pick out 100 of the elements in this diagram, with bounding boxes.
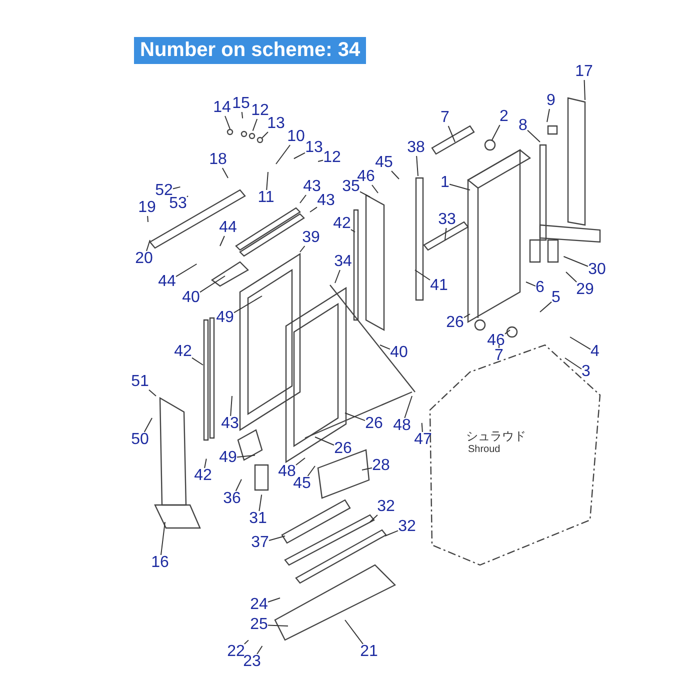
callout-number: 45: [375, 155, 393, 171]
title-banner: Number on scheme: 34: [134, 37, 366, 64]
callout-number: 48: [278, 464, 296, 480]
callout-number: 43: [303, 179, 321, 195]
leader-line: [222, 168, 228, 178]
leader-line: [416, 156, 418, 176]
callout-number: 14: [213, 100, 231, 116]
leader-line: [262, 132, 268, 138]
callout-number: 38: [407, 140, 425, 156]
callout-number: 12: [251, 103, 269, 119]
leader-line: [504, 330, 510, 334]
callout-number: 43: [221, 416, 239, 432]
callout-number: 5: [552, 290, 560, 306]
callout-number: 4: [590, 344, 600, 360]
callout-number: 34: [334, 254, 352, 270]
leader-line: [380, 344, 390, 350]
leader-line: [234, 296, 262, 314]
leader-line: [449, 184, 470, 190]
callout-number: 26: [446, 315, 464, 331]
callout-number: 37: [251, 535, 269, 551]
leader-line: [564, 358, 582, 370]
leader-line: [566, 272, 578, 282]
leader-line: [146, 240, 150, 252]
leader-line: [296, 458, 306, 466]
callout-number: 17: [575, 64, 593, 80]
callout-number: 44: [158, 274, 176, 290]
leader-line: [268, 624, 288, 626]
leader-line: [204, 458, 207, 468]
leader-line: [498, 344, 500, 348]
leader-line: [370, 514, 378, 522]
callout-number: 21: [360, 644, 378, 660]
leader-line: [527, 130, 540, 142]
callout-number: 32: [377, 499, 395, 515]
leader-line: [268, 598, 280, 602]
leader-line: [350, 229, 356, 232]
callout-number: 46: [487, 333, 505, 349]
callout-number: 16: [151, 555, 169, 571]
leader-line: [300, 194, 306, 204]
leader-line: [266, 172, 268, 190]
leader-line: [404, 396, 412, 418]
part-name: Shroud: [468, 444, 500, 455]
leader-line: [414, 270, 430, 280]
leader-line: [241, 112, 244, 119]
leader-line: [176, 264, 198, 278]
leader-line: [258, 494, 262, 512]
callout-number: 28: [372, 458, 390, 474]
leader-line: [160, 522, 166, 556]
leader-line: [444, 228, 447, 240]
callout-number: 11: [258, 190, 274, 206]
leader-line: [318, 160, 324, 162]
callout-number: 6: [536, 280, 544, 296]
callout-number: 49: [216, 310, 234, 326]
callout-number: 31: [249, 511, 267, 527]
callout-number: 20: [135, 251, 153, 267]
callout-number: 12: [323, 150, 341, 166]
leader-line: [236, 454, 256, 458]
leader-line: [244, 640, 249, 644]
callout-number: 26: [365, 416, 383, 432]
callout-number: 49: [219, 450, 237, 466]
leader-line: [307, 466, 316, 476]
leader-line: [147, 216, 148, 222]
callout-number: 7: [494, 348, 504, 364]
leader-line: [300, 246, 306, 252]
leader-line: [540, 301, 552, 312]
callout-number: 50: [131, 432, 149, 448]
callout-number: 7: [440, 110, 450, 126]
callout-number: 42: [194, 468, 212, 484]
leader-line: [546, 108, 550, 122]
leader-line: [235, 478, 242, 492]
callout-number: 44: [219, 220, 237, 236]
callout-number: 13: [267, 116, 285, 132]
callout-number: 41: [430, 278, 448, 294]
part-name: シュラウド: [466, 428, 526, 444]
leader-line: [200, 276, 226, 293]
leader-line: [334, 270, 340, 284]
callout-number: 48: [393, 418, 411, 434]
callout-number: 24: [250, 597, 268, 613]
leader-line: [172, 186, 181, 190]
callout-number: 22: [227, 644, 245, 660]
leader-line: [256, 645, 263, 654]
leader-line: [344, 620, 364, 644]
leader-line: [268, 536, 286, 541]
leader-line: [360, 191, 370, 198]
leader-line: [192, 357, 204, 366]
leader-line: [344, 412, 366, 422]
callout-number: 29: [576, 282, 594, 298]
callout-number: 26: [334, 441, 352, 457]
callout-number: 47: [414, 432, 432, 448]
leader-line: [293, 152, 306, 160]
leader-line: [391, 170, 400, 180]
callout-number: 46: [357, 169, 375, 185]
callout-number: 30: [588, 262, 606, 278]
leader-line: [584, 80, 586, 100]
leader-line: [464, 314, 470, 318]
callout-number: 23: [243, 654, 261, 670]
callout-number: 9: [546, 93, 556, 109]
callout-number: 51: [131, 374, 149, 390]
callout-number: 8: [518, 118, 528, 134]
leader-line: [421, 422, 423, 432]
callout-number: 43: [317, 193, 335, 209]
